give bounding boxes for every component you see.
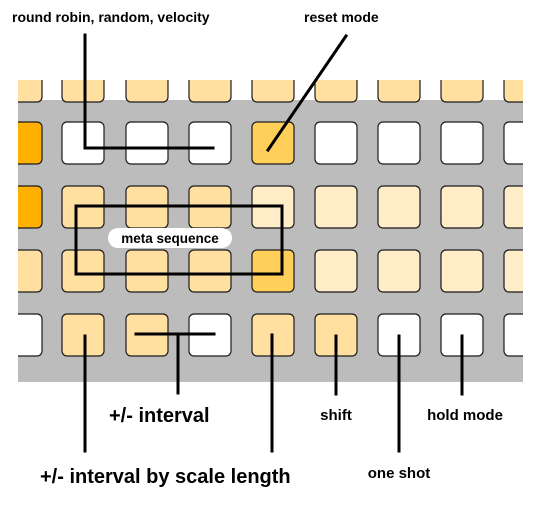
round-robin-label: round robin, random, velocity (12, 9, 210, 25)
one-shot-label: one shot (368, 465, 431, 482)
pad-r0-c6 (377, 80, 421, 103)
pad-r3-c2 (125, 249, 169, 293)
pad-r0-c4 (251, 80, 295, 103)
pad-r0-c1 (61, 80, 105, 103)
pad-r3-c0 (18, 249, 43, 293)
pad-r3-c1 (61, 249, 105, 293)
pad-r3-c6 (377, 249, 421, 293)
pad-r1-c2 (125, 121, 169, 165)
pad-r4-c1 (61, 313, 105, 357)
pad-r1-c7 (440, 121, 484, 165)
pad-r2-c6 (377, 185, 421, 229)
interval-scale-label: +/- interval by scale length (40, 466, 291, 488)
meta-sequence-box (74, 204, 284, 276)
reset-mode-label: reset mode (304, 9, 379, 25)
pad-r1-c0 (18, 121, 43, 165)
pad-r0-c7 (440, 80, 484, 103)
pad-r4-c0 (18, 313, 43, 357)
pad-r1-c5 (314, 121, 358, 165)
meta-sequence-pill (108, 228, 232, 248)
pad-r0-c2 (125, 80, 169, 103)
pad-r3-c3 (188, 249, 232, 293)
pad-r2-c8 (503, 185, 523, 229)
pad-r1-c3 (188, 121, 232, 165)
pad-r1-c8 (503, 121, 523, 165)
pad-r2-c0 (18, 185, 43, 229)
pad-r0-c0 (18, 80, 43, 103)
pad-r0-c5 (314, 80, 358, 103)
meta-sequence-label: meta sequence (121, 231, 219, 246)
pad-r2-c7 (440, 185, 484, 229)
pad-r1-c6 (377, 121, 421, 165)
pad-r0-c8 (503, 80, 523, 103)
shift-label: shift (320, 407, 352, 424)
pad-r4-c8 (503, 313, 523, 357)
pad-r3-c8 (503, 249, 523, 293)
interval-label: +/- interval (109, 405, 210, 427)
pad-r3-c7 (440, 249, 484, 293)
pad-r1-c1 (61, 121, 105, 165)
pad-r3-c4 (251, 249, 295, 293)
pad-r3-c5 (314, 249, 358, 293)
pad-r2-c5 (314, 185, 358, 229)
pad-r0-c3 (188, 80, 232, 103)
hold-mode-label: hold mode (427, 407, 503, 424)
round-robin-leader (83, 33, 215, 150)
reset-mode-leader (265, 33, 349, 153)
